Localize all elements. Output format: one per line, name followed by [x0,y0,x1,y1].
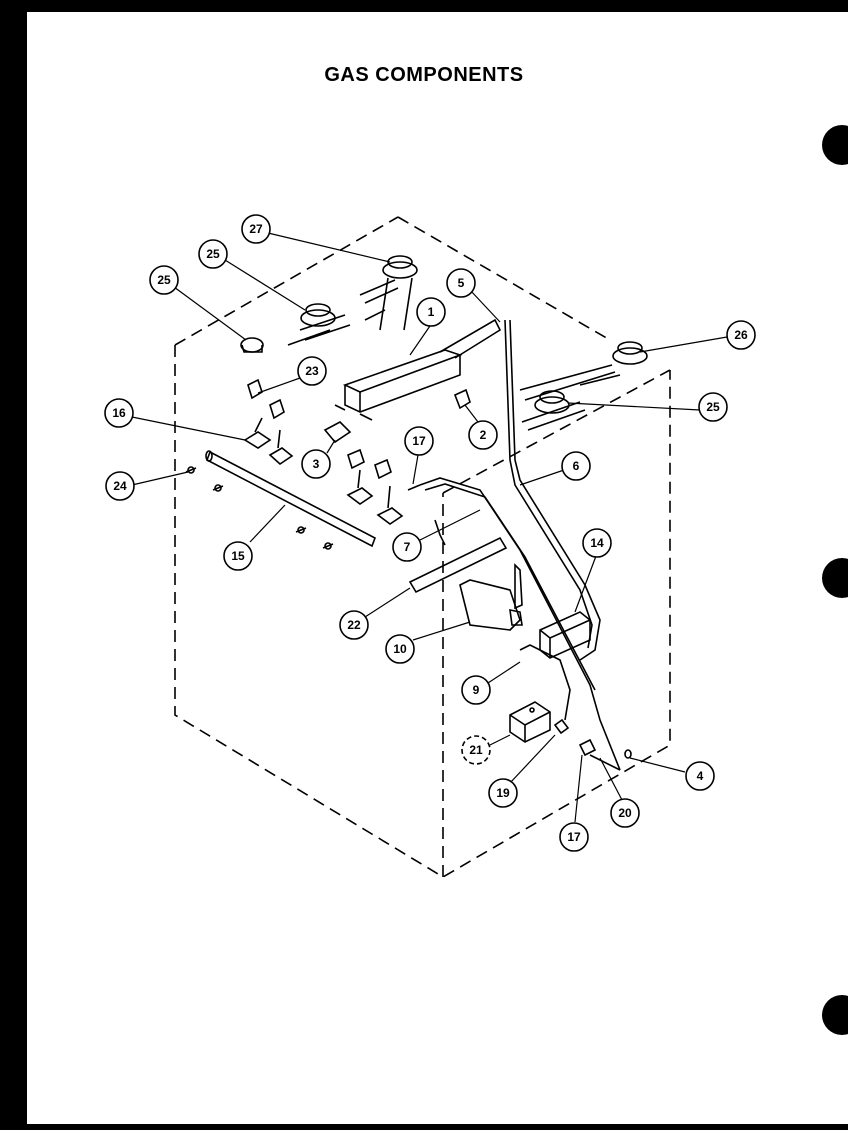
callout-2: 2 [468,420,498,450]
thermostat-icon [539,611,591,659]
svg-text:25: 25 [206,247,220,261]
callout-5: 5 [446,268,476,298]
callout-4: 4 [685,761,715,791]
valve-body-icon [509,701,551,743]
callout-10: 10 [385,634,415,664]
page-title: GAS COMPONENTS [324,64,524,86]
svg-text:25: 25 [706,400,720,414]
manifold-icon [205,450,376,548]
callout-16: 16 [104,398,134,428]
callout-23: 24 [105,471,135,501]
callout-14: 14 [582,528,612,558]
callout-3: 3 [301,449,331,479]
binder-hole-top [822,125,848,165]
clip-icons [247,378,471,480]
svg-text:23: 23 [305,364,319,378]
svg-text:2: 2 [480,428,487,442]
svg-text:15: 15 [231,549,245,563]
burner-right-front-icon [521,390,586,431]
binder-hole-bottom [822,995,848,1035]
svg-text:16: 16 [112,406,126,420]
svg-text:7: 7 [404,540,411,554]
cabinet-outline [174,216,671,878]
svg-text:24: 24 [113,479,127,493]
svg-text:26: 26 [734,328,748,342]
svg-text:27: 27 [249,222,263,236]
callout-20: 21 [461,735,491,765]
binder-hole-middle [822,558,848,598]
callout-7: 7 [392,532,422,562]
callout-22: 23 [297,356,327,386]
callout-19: 20 [610,798,640,828]
callout-1: 1 [416,297,446,327]
burner-housing-icon [334,318,502,421]
svg-text:19: 19 [496,786,510,800]
callout-6: 6 [561,451,591,481]
callout-15: 15 [223,541,253,571]
callout-17-top: 17 [404,426,434,456]
svg-text:25: 25 [157,273,171,287]
oven-burner-tube-icon [408,536,508,594]
burner-top-rear-icon [359,255,418,331]
svg-text:3: 3 [313,457,320,471]
callout-21: 22 [339,610,369,640]
svg-text:14: 14 [590,536,604,550]
callout-25-top: 25 [198,239,228,269]
knob-24-icon [240,337,264,353]
callout-26: 26 [726,320,756,350]
svg-text:10: 10 [393,642,407,656]
callout-27: 27 [241,214,271,244]
burner-right-rear-icon [519,341,648,401]
callout-18: 19 [488,778,518,808]
svg-text:4: 4 [697,769,704,783]
svg-text:6: 6 [573,459,580,473]
callout-24: 25 [149,265,179,295]
burner-top-left-icon [287,303,351,346]
svg-text:20: 20 [618,806,632,820]
fitting-4-icon [624,749,632,759]
svg-text:17: 17 [567,830,581,844]
svg-text:1: 1 [428,305,435,319]
callout-17-bottom: 17 [559,822,589,852]
svg-text:22: 22 [347,618,361,632]
igniter-icon [509,563,523,626]
screw-icons [185,466,421,550]
callout-25-right: 25 [698,392,728,422]
callout-9: 9 [461,675,491,705]
callout-group: 27 25 25 5 1 26 23 25 16 2 17 3 6 24 7 1… [104,214,756,852]
svg-text:21: 21 [469,743,483,757]
svg-text:5: 5 [458,276,465,290]
svg-text:9: 9 [473,683,480,697]
svg-text:17: 17 [412,434,426,448]
leader-lines [131,232,728,823]
fitting-icons [553,718,621,771]
valve-icons [243,417,404,525]
